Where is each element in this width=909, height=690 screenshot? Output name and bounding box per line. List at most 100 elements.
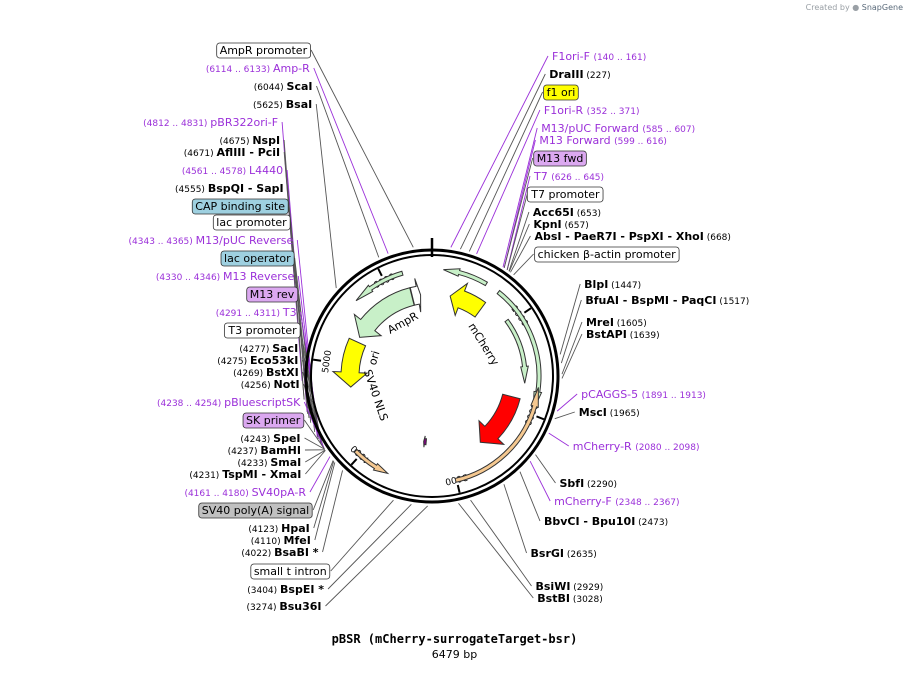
site-position: (2290): [584, 480, 617, 490]
credit-brand: SnapGene: [861, 3, 903, 12]
site-label: BsiWI (2929): [536, 580, 604, 593]
label-mcherry-r: mCherry-R (2080 .. 2098): [573, 440, 700, 453]
site-label: SbfI (2290): [559, 477, 616, 490]
feature-box-label: small t intron: [254, 565, 327, 578]
leader-line: [554, 411, 575, 420]
feature-box-label: T7 promoter: [530, 188, 600, 201]
label-m13-forward: M13 Forward (599 .. 616): [539, 134, 667, 147]
feature-labels: AmpR promoter(6114 .. 6133) Amp-R(6044) …: [129, 42, 749, 613]
site-label: (4022) BsaBI *: [241, 546, 318, 559]
label-t7: T7 (626 .. 645): [533, 170, 604, 183]
leader-line: [314, 462, 336, 541]
primer-range: (140 .. 161): [593, 53, 646, 63]
primer-label: (4561 .. 4578) L4440: [182, 164, 283, 177]
site-position: (3028): [570, 595, 603, 605]
site-position: (4555): [175, 185, 208, 195]
leader-line: [303, 419, 325, 450]
feature-box: [191, 198, 289, 215]
label-spei: (4243) SpeI: [240, 432, 300, 445]
inner-label: ori: [366, 349, 383, 367]
label-sv40-poly-a-signal: SV40 poly(A) signal: [198, 502, 313, 519]
label-noti: (4256) NotI: [241, 378, 300, 391]
primer-name: M13 Reverse: [223, 270, 294, 283]
leader-line: [503, 484, 527, 554]
label-bfuai: BfuAI - BspMI - PaqCI (1517): [585, 294, 749, 307]
tick-mark: [377, 268, 383, 277]
site-extra: - SapI: [244, 182, 284, 195]
leader-line: [450, 55, 549, 248]
leader-line: [506, 193, 528, 271]
snapgene-logo-icon: ●: [852, 3, 860, 12]
site-position: (4022): [241, 549, 274, 559]
site-name: AbsI: [534, 230, 561, 243]
label-t3: (4291 .. 4311) T3: [216, 306, 297, 319]
site-name: BlpI: [584, 278, 608, 291]
site-label: (4671) AflIII - PciI: [184, 146, 280, 159]
site-name: Bsu36I: [279, 600, 321, 613]
leader-line: [470, 499, 532, 587]
site-name: MreI: [586, 316, 614, 329]
label-bspqi: (4555) BspQI - SapI: [175, 182, 284, 195]
site-label: AbsI - PaeR7I - PspXI - XhoI (668): [534, 230, 730, 243]
site-name: BsrGI: [531, 547, 564, 560]
label-m13-puc-forward: M13/pUC Forward (585 .. 607): [541, 122, 695, 135]
map-title-block: pBSR (mCherry-surrogateTarget-bsr) 6479 …: [0, 632, 909, 661]
leader-line: [313, 461, 335, 529]
tick-label: 5000: [321, 349, 334, 373]
site-label: (5625) BsaI: [253, 98, 312, 111]
leader-line: [310, 49, 414, 248]
primer-range: (4330 .. 4346): [156, 273, 223, 283]
feature-box-label: T3 promoter: [227, 324, 297, 337]
site-name: ScaI: [287, 80, 313, 93]
feature-arrow-ori: [331, 337, 369, 388]
feature-box: [242, 412, 305, 429]
feature-box: [526, 186, 604, 203]
site-name: NotI: [273, 378, 299, 391]
site-extra: - PaeR7I - PspXI - XhoI: [561, 230, 703, 243]
site-name: BfuAI: [585, 294, 619, 307]
feature-box-label: f1 ori: [547, 86, 576, 99]
site-position: (657): [562, 221, 589, 231]
leader-line: [529, 461, 551, 502]
site-position: (2635): [564, 550, 597, 560]
leader-line: [316, 85, 380, 258]
label-msci: MscI (1965): [579, 406, 640, 419]
site-label: (4123) HpaI: [248, 522, 309, 535]
site-position: (4123): [248, 525, 281, 535]
site-name: BstAPI: [586, 328, 627, 341]
primer-name: SV40pA-R: [252, 486, 307, 499]
leader-line: [322, 470, 343, 553]
leader-line: [468, 91, 544, 252]
site-extra: - PciI: [245, 146, 280, 159]
label-bsu36i: (3274) Bsu36I: [247, 600, 322, 613]
primer-label: (6114 .. 6133) Amp-R: [206, 62, 310, 75]
site-extra: *: [309, 546, 319, 559]
primer-label: mCherry-R (2080 .. 2098): [573, 440, 700, 453]
feature-box-label: SV40 poly(A) signal: [202, 504, 309, 517]
leader-line: [476, 109, 541, 255]
label-blpi: BlpI (1447): [584, 278, 641, 291]
label-absi: AbsI - PaeR7I - PspXI - XhoI (668): [534, 230, 730, 243]
primer-label: M13 Forward (599 .. 616): [539, 134, 667, 147]
site-name: KpnI: [533, 218, 561, 231]
site-position: (1605): [614, 319, 647, 329]
leader-line: [313, 67, 389, 254]
label-sv40pa-r: (4161 .. 4180) SV40pA-R: [184, 486, 306, 499]
site-extra: - Bpu10I: [580, 515, 636, 528]
primer-range: (2080 .. 2098): [635, 443, 699, 453]
leader-line: [312, 460, 334, 511]
primer-range: (352 .. 371): [587, 107, 640, 117]
feature-box-label: SK primer: [246, 414, 301, 427]
primer-name: F1ori-F: [552, 50, 593, 63]
site-label: (4243) SpeI: [240, 432, 300, 445]
tick-mark: [536, 415, 545, 421]
leader-line: [508, 211, 530, 272]
label-mcherry-f: mCherry-F (2348 .. 2367): [554, 495, 679, 508]
credit-prefix: Created by: [805, 3, 850, 12]
primer-range: (1891 .. 1913): [642, 391, 706, 401]
leader-line: [305, 450, 326, 475]
site-position: (1965): [607, 409, 640, 419]
snapgene-credit: Created by ● SnapGene: [806, 3, 903, 12]
feature-box: [246, 286, 299, 303]
label-kpni: KpnI (657): [533, 218, 588, 231]
